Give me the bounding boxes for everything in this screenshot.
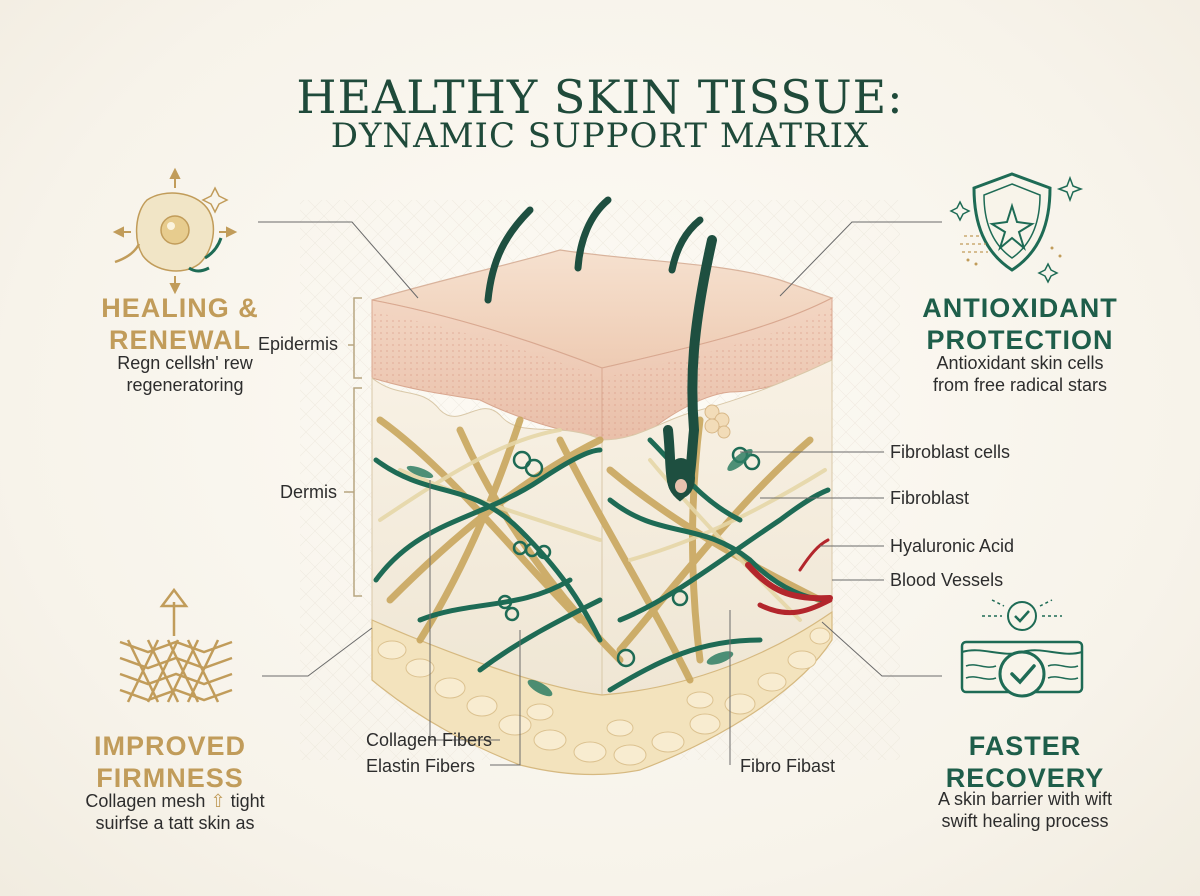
- mesh-arrow-icon: [119, 587, 233, 703]
- healing-renewal-heading: HEALING & RENEWAL: [101, 293, 259, 355]
- label-hyaluronic-acid: Hyaluronic Acid: [890, 536, 1015, 556]
- page-subtitle: DYNAMIC SUPPORT MATRIX: [330, 116, 870, 156]
- improved-firmness-heading: IMPROVED FIRMNESS: [93, 731, 247, 793]
- page-title: HEALTHY SKIN TISSUE:: [296, 70, 904, 124]
- label-dermis: Dermis: [280, 482, 337, 502]
- antioxidant-protection-desc: Antioxidant skin cells from free radical…: [932, 353, 1108, 395]
- faster-recovery-heading: FASTER RECOVERY: [945, 731, 1105, 793]
- improved-firmness-desc: Collagen mesh ⇧ tight suirfse a tatt ski…: [85, 791, 265, 833]
- label-fibroblast-cells: Fibroblast cells: [890, 442, 1011, 462]
- skin-check-icon: [960, 599, 1084, 698]
- small-arrow-icon: ⇧: [210, 791, 226, 811]
- label-fibroblast: Fibroblast: [890, 488, 970, 508]
- healing-renewal-desc: Regn cellsłn' rew regeneratoring: [117, 353, 253, 395]
- faster-recovery-desc: A skin barrier with wift swift healing p…: [937, 789, 1113, 831]
- leader-lines: [258, 221, 942, 766]
- fat-layer: [371, 610, 833, 776]
- label-epidermis: Epidermis: [258, 334, 339, 354]
- shield-star-icon: [949, 172, 1084, 284]
- fibroblast-cells: [406, 449, 753, 697]
- blood-vessels: [745, 538, 833, 616]
- label-fibro-fibast: Fibro Fibast: [740, 756, 836, 776]
- label-elastin-fibers: Elastin Fibers: [366, 756, 476, 776]
- label-collagen-fibers: Collagen Fibers: [366, 730, 493, 750]
- cell-renewal-icon: [112, 167, 238, 295]
- layer-brackets: [344, 297, 362, 597]
- surface-hairs: [484, 196, 704, 304]
- elastin-fibers: [373, 437, 831, 693]
- label-blood-vessels: Blood Vessels: [890, 570, 1004, 590]
- antioxidant-protection-heading: ANTIOXIDANT PROTECTION: [922, 293, 1118, 355]
- sebaceous-gland: [704, 404, 731, 439]
